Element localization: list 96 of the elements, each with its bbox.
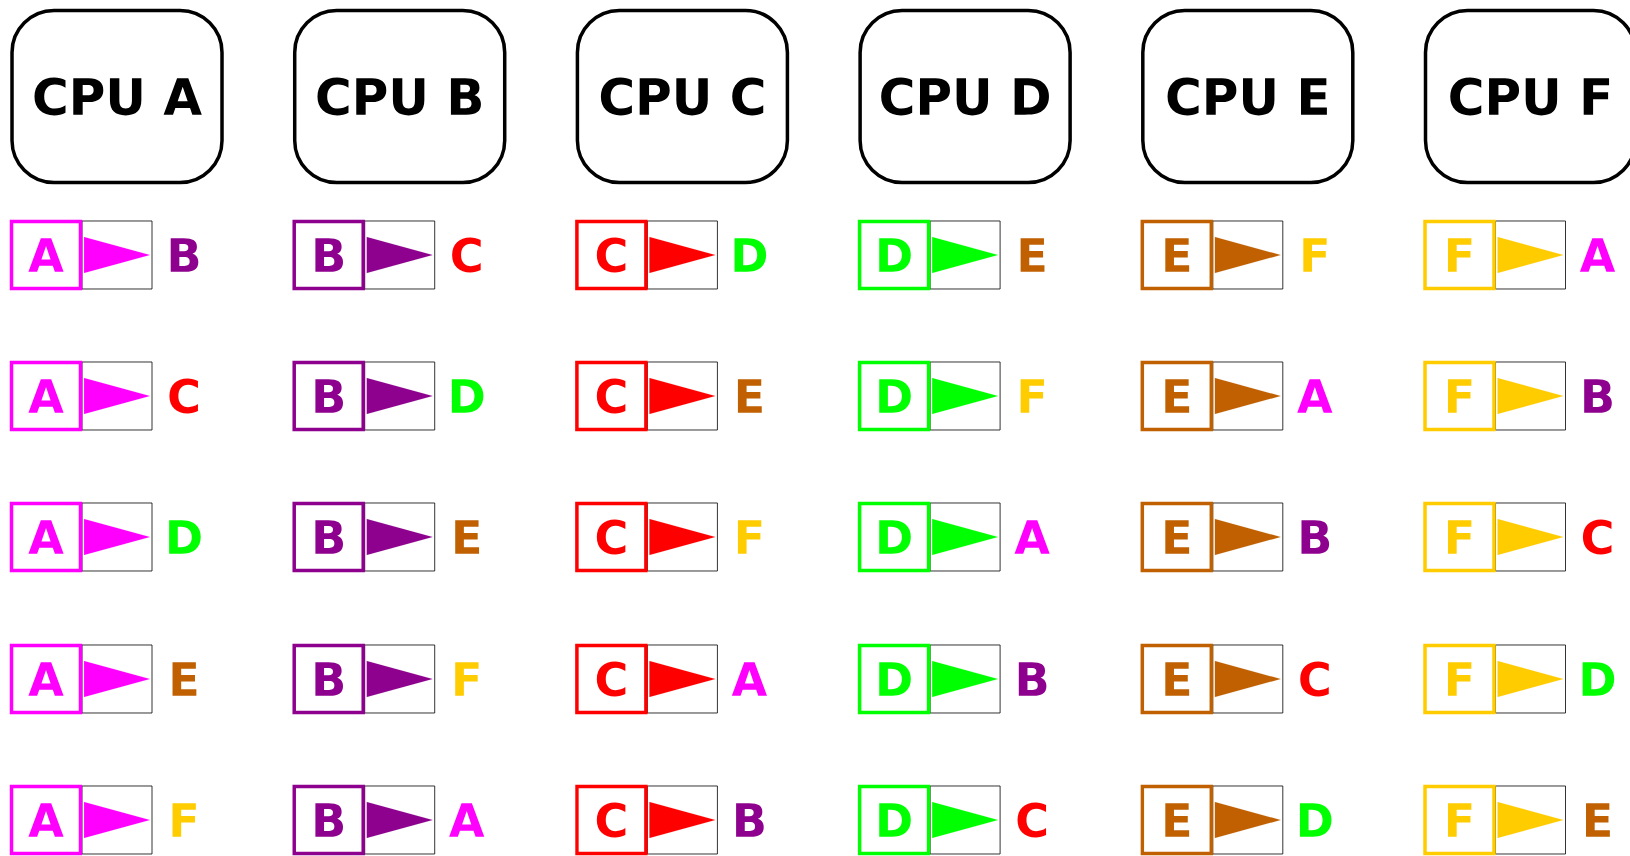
- arrow: [1214, 661, 1281, 697]
- target-letter: D: [1299, 803, 1332, 837]
- letter-box: E: [1140, 784, 1214, 856]
- letter-box: B: [292, 784, 365, 856]
- letter-box: A: [9, 784, 83, 856]
- cpu-box: CPU E: [1141, 8, 1355, 185]
- target-letter: D: [1582, 662, 1615, 696]
- arrow: [932, 378, 998, 414]
- letter-box: C: [575, 643, 648, 715]
- arrow: [1497, 802, 1564, 838]
- target-letter: E: [455, 520, 480, 554]
- target-letter: A: [449, 803, 485, 837]
- target-letter: B: [1301, 520, 1330, 554]
- arrow: [649, 378, 716, 414]
- letter-box: D: [857, 219, 931, 291]
- letter-box: A: [9, 360, 83, 432]
- target-letter: A: [1297, 379, 1333, 413]
- target-letter: C: [452, 237, 481, 273]
- target-letter: B: [1584, 379, 1612, 413]
- letter-box: A: [9, 643, 83, 715]
- letter-box: F: [1423, 643, 1496, 715]
- cpu-box: CPU A: [10, 8, 224, 185]
- target-letter: E: [172, 662, 197, 696]
- arrow: [1497, 519, 1564, 555]
- letter-box: F: [1423, 784, 1496, 856]
- letter-box: C: [575, 501, 648, 573]
- letter-box: B: [292, 501, 365, 573]
- letter-box: F: [1423, 360, 1496, 432]
- letter-box: D: [857, 501, 931, 573]
- target-letter: C: [169, 378, 198, 414]
- cpu-box: CPU D: [858, 8, 1072, 185]
- letter-box: D: [857, 643, 931, 715]
- arrow: [649, 802, 716, 838]
- target-letter: A: [731, 662, 767, 696]
- arrow: [83, 661, 150, 697]
- target-letter: D: [451, 379, 484, 413]
- letter-box: F: [1423, 501, 1496, 573]
- arrow: [1214, 519, 1281, 555]
- letter-box: B: [292, 360, 365, 432]
- target-letter: E: [1020, 238, 1045, 272]
- arrow: [83, 378, 150, 414]
- target-letter: F: [737, 520, 762, 554]
- arrow: [366, 237, 433, 273]
- arrow: [932, 237, 998, 273]
- arrow: [83, 237, 150, 273]
- letter-box: E: [1140, 360, 1214, 432]
- arrow: [1497, 237, 1564, 273]
- letter-box: D: [857, 360, 931, 432]
- arrow: [366, 519, 433, 555]
- letter-box: A: [9, 501, 83, 573]
- target-letter: D: [169, 520, 201, 554]
- target-letter: F: [1303, 238, 1327, 272]
- letter-box: B: [292, 219, 365, 291]
- target-letter: A: [1014, 520, 1050, 554]
- target-letter: B: [736, 803, 764, 837]
- target-letter: F: [172, 803, 196, 837]
- letter-box: E: [1140, 219, 1214, 291]
- arrow: [1214, 378, 1281, 414]
- arrow: [83, 519, 150, 555]
- arrow: [1497, 661, 1564, 697]
- arrow: [649, 237, 716, 273]
- arrow: [366, 378, 433, 414]
- arrow: [83, 802, 150, 838]
- letter-box: A: [9, 219, 83, 291]
- letter-box: B: [292, 643, 365, 715]
- cpu-box: CPU F: [1423, 8, 1630, 185]
- letter-box: C: [575, 784, 648, 856]
- target-letter: B: [170, 238, 199, 272]
- target-letter: C: [1017, 802, 1047, 838]
- arrow: [932, 519, 998, 555]
- arrow: [649, 519, 716, 555]
- letter-box: E: [1140, 643, 1214, 715]
- target-letter: A: [1579, 238, 1616, 272]
- target-letter: C: [1582, 519, 1612, 555]
- letter-box: E: [1140, 501, 1214, 573]
- arrow: [1214, 237, 1281, 273]
- target-letter: D: [734, 238, 767, 272]
- arrow: [932, 661, 998, 697]
- cpu-box: CPU C: [575, 8, 790, 185]
- arrow: [366, 802, 433, 838]
- target-letter: E: [1586, 803, 1610, 837]
- target-letter: B: [1018, 662, 1047, 696]
- arrow: [1497, 378, 1564, 414]
- target-letter: C: [1300, 661, 1329, 697]
- letter-box: D: [857, 784, 931, 856]
- letter-box: F: [1423, 219, 1496, 291]
- arrow: [1214, 802, 1281, 838]
- target-letter: F: [455, 662, 479, 696]
- cpu-box: CPU B: [292, 8, 507, 185]
- arrow: [932, 802, 998, 838]
- letter-box: C: [575, 219, 648, 291]
- target-letter: E: [737, 379, 762, 413]
- arrow: [649, 661, 716, 697]
- target-letter: F: [1020, 379, 1044, 413]
- letter-box: C: [575, 360, 648, 432]
- arrow: [366, 661, 433, 697]
